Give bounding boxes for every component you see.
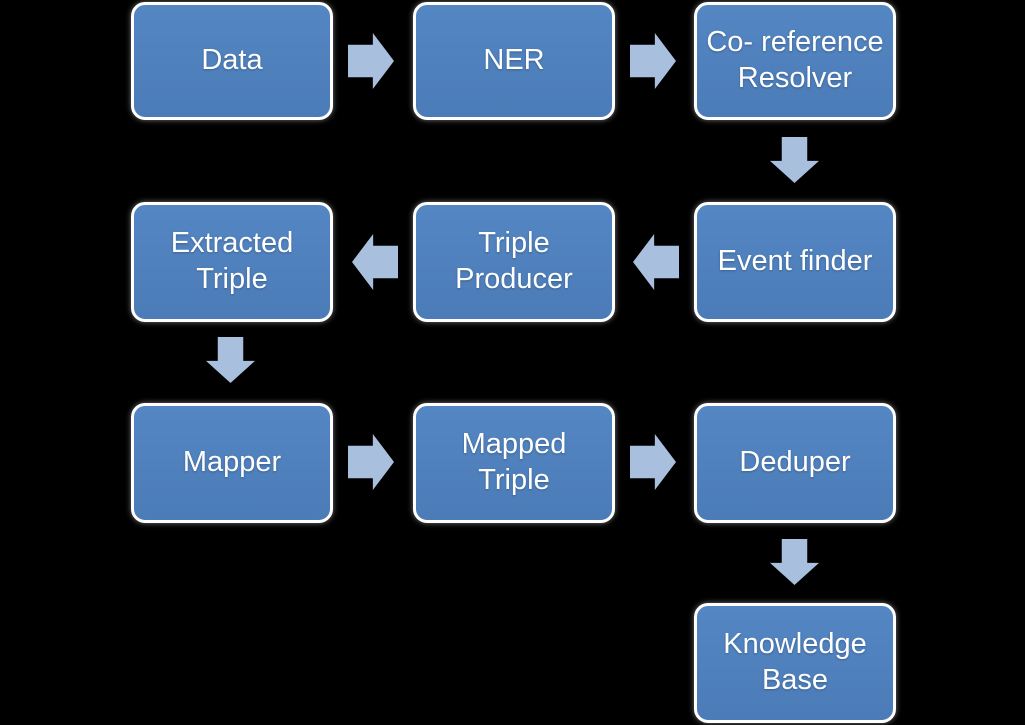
node-ner: NER [413,2,615,120]
node-mapped-triple: Mapped Triple [413,403,615,523]
node-deduper-label: Deduper [739,446,851,479]
node-triple-producer-label: Triple Producer [455,227,573,295]
arrow-right-mapper-to-mapped-triple-icon [348,434,394,490]
arrow-down-deduper-to-knowledge-base-icon [770,539,819,585]
node-knowledge-base: Knowledge Base [694,603,896,723]
arrow-down-coreference-to-event-finder-icon [770,137,819,183]
node-ner-label: NER [483,44,545,77]
node-extracted-triple-label: Extracted Triple [170,227,294,295]
node-data: Data [131,2,333,120]
arrow-right-ner-to-coreference-icon [630,33,676,89]
node-data-label: Data [201,44,263,77]
node-event-finder: Event finder [694,202,896,322]
node-mapper: Mapper [131,403,333,523]
node-coreference-resolver-label: Co- reference Resolver [706,26,884,94]
node-extracted-triple: Extracted Triple [131,202,333,322]
arrow-left-triple-producer-to-extracted-triple-icon [352,234,398,290]
node-event-finder-label: Event finder [717,245,873,278]
node-coreference-resolver: Co- reference Resolver [694,2,896,120]
arrow-left-event-finder-to-triple-producer-icon [633,234,679,290]
node-triple-producer: Triple Producer [413,202,615,322]
arrow-right-data-to-ner-icon [348,33,394,89]
node-mapper-label: Mapper [182,446,282,479]
node-mapped-triple-label: Mapped Triple [461,428,567,496]
node-knowledge-base-label: Knowledge Base [723,628,867,696]
arrow-right-mapped-triple-to-deduper-icon [630,434,676,490]
node-deduper: Deduper [694,403,896,523]
arrow-down-extracted-triple-to-mapper-icon [206,337,255,383]
